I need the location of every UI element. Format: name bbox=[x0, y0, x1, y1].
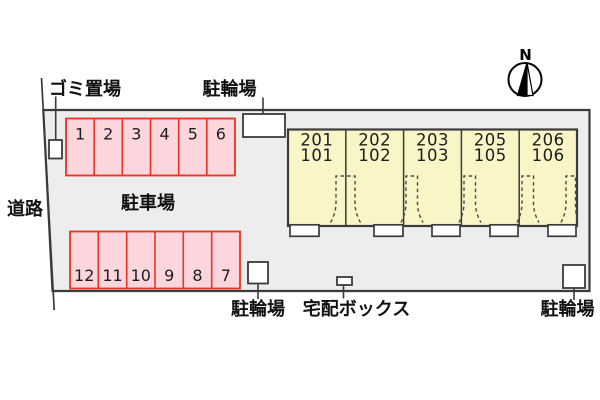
unit-number-lower: 105 bbox=[474, 146, 507, 165]
garbage-area: ゴミ置場 bbox=[48, 78, 121, 160]
parking-space-number: 10 bbox=[131, 266, 151, 285]
parking-space-number: 5 bbox=[188, 125, 198, 144]
bicycle-parking-bottom-right-box bbox=[562, 264, 586, 289]
unit-number-lower: 102 bbox=[358, 146, 391, 165]
compass: N bbox=[507, 46, 543, 97]
parking-space-number: 3 bbox=[131, 125, 141, 144]
parking-space-number: 1 bbox=[75, 125, 85, 144]
compass-needle-icon bbox=[516, 62, 528, 97]
bicycle-parking-bottom-right: 駐輪場 bbox=[541, 264, 595, 320]
parking-space-number: 8 bbox=[192, 266, 202, 285]
stair-outline bbox=[458, 175, 482, 223]
parking-space-number: 12 bbox=[74, 266, 94, 285]
unit-number-upper: 202 bbox=[358, 131, 391, 150]
road-label: 道路 bbox=[7, 198, 44, 220]
garbage-area-label: ゴミ置場 bbox=[49, 78, 121, 100]
delivery-box-area: 宅配ボックス bbox=[303, 276, 410, 320]
parking-lot-label: 駐車場 bbox=[121, 192, 175, 214]
bicycle-parking-top-box bbox=[242, 113, 286, 138]
unit-number-upper: 203 bbox=[416, 131, 449, 150]
bicycle-parking-bottom-right-label: 駐輪場 bbox=[541, 298, 595, 320]
apartment-building: 201 101 202 102 203 103 205 105 206 106 bbox=[286, 128, 579, 238]
bicycle-parking-bottom-left: 駐輪場 bbox=[231, 261, 285, 320]
parking-space-number: 6 bbox=[216, 125, 226, 144]
bicycle-parking-top-label: 駐輪場 bbox=[203, 78, 257, 100]
stair-outline bbox=[400, 175, 424, 223]
entrance-porch bbox=[289, 223, 320, 238]
stair-outline bbox=[560, 175, 579, 223]
delivery-box bbox=[336, 276, 353, 286]
parking-space-number: 9 bbox=[164, 266, 174, 285]
parking-space-number: 7 bbox=[221, 266, 231, 285]
entrance-porch bbox=[489, 223, 519, 238]
entrance-porch bbox=[547, 223, 577, 238]
unit-number-lower: 103 bbox=[416, 146, 449, 165]
stair-outline bbox=[329, 175, 362, 223]
parking-space-number: 11 bbox=[102, 266, 122, 285]
entrance-porch bbox=[431, 223, 461, 238]
delivery-box-label: 宅配ボックス bbox=[303, 298, 410, 320]
bicycle-parking-bottom-left-label: 駐輪場 bbox=[231, 298, 285, 320]
parking-space-number: 4 bbox=[160, 125, 170, 144]
parking-row-top: 1 2 3 4 5 6 bbox=[65, 117, 236, 177]
unit-number-upper: 201 bbox=[300, 131, 333, 150]
unit-number-lower: 106 bbox=[532, 146, 565, 165]
road-edge-line bbox=[40, 77, 56, 311]
stair-outline bbox=[516, 175, 540, 223]
bicycle-parking-bottom-left-box bbox=[247, 261, 269, 285]
unit-number-upper: 206 bbox=[532, 131, 565, 150]
parking-space-number: 2 bbox=[103, 125, 113, 144]
unit-number-upper: 205 bbox=[474, 131, 507, 150]
compass-needle-icon bbox=[526, 62, 534, 97]
parking-row-bottom: 12 11 10 9 8 7 bbox=[69, 230, 241, 290]
compass-north-label: N bbox=[519, 46, 532, 64]
garbage-box bbox=[48, 139, 63, 160]
entrance-porch bbox=[373, 223, 404, 238]
bicycle-parking-top: 駐輪場 bbox=[203, 78, 286, 138]
unit-number-lower: 101 bbox=[300, 146, 333, 165]
